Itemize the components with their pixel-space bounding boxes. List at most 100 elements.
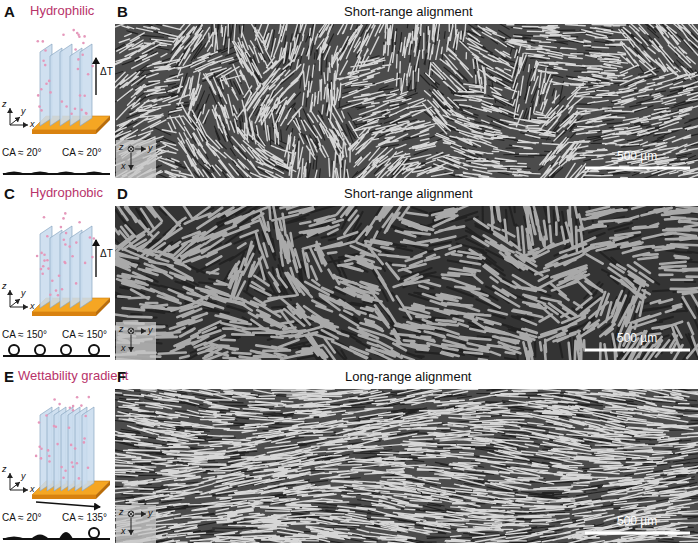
particle (69, 406, 72, 409)
particle (65, 232, 68, 235)
particle (40, 448, 43, 451)
particle (72, 409, 75, 412)
ice-lamella (80, 44, 92, 126)
particle (88, 396, 91, 399)
contact-angle: CA ≈ 20° (62, 147, 102, 159)
particle (85, 112, 88, 115)
axis-label: z (2, 464, 7, 474)
axis-label: z (2, 99, 7, 109)
ice-lamella (82, 407, 94, 491)
axis-label: x (30, 119, 35, 129)
schematic-grad (2, 396, 110, 539)
axis-label: x (30, 484, 35, 494)
axis-arrow (131, 518, 132, 535)
axis-arrow (135, 331, 146, 332)
panel-letter: E (4, 368, 14, 385)
substrate-plate (96, 298, 110, 316)
contact-angle: CA ≈ 135° (62, 512, 107, 524)
temperature-gradient-label: ΔT (100, 248, 113, 260)
droplet (54, 172, 78, 175)
particle (72, 29, 75, 32)
axis-arrow (10, 290, 11, 307)
particle (80, 109, 83, 112)
axis-arrow (135, 514, 146, 515)
axis-label: x (121, 161, 126, 171)
particle (55, 289, 58, 292)
particle (74, 48, 77, 51)
particle (44, 64, 47, 67)
axis-arrow (10, 473, 11, 490)
particle (47, 267, 50, 270)
axis-label: y (21, 288, 26, 298)
into-page-symbol (128, 146, 134, 152)
panel-title: Hydrophobic (30, 186, 103, 201)
into-page-symbol (129, 512, 133, 516)
lamella-texture (115, 389, 698, 543)
particle (38, 421, 41, 424)
schematic-philic (2, 29, 110, 174)
particle (53, 398, 56, 401)
particle (71, 255, 74, 258)
particle (64, 212, 67, 215)
particle (75, 282, 78, 285)
particle (78, 36, 81, 39)
particle (48, 460, 51, 463)
particle (41, 273, 44, 276)
particle (93, 237, 96, 240)
particle (70, 112, 73, 115)
particle (43, 254, 46, 257)
panel-title: Short-range alignment (344, 5, 473, 20)
axis-arrow (10, 117, 20, 125)
axis-arrow (10, 125, 28, 126)
droplet (82, 172, 106, 175)
particle (83, 95, 86, 98)
particle (91, 256, 94, 259)
particle (62, 33, 65, 36)
axis-label: x (121, 526, 126, 536)
axis-arrow (10, 490, 28, 491)
droplet (35, 345, 45, 355)
particle (74, 108, 77, 111)
contact-angle: CA ≈ 150° (2, 329, 47, 341)
particle (37, 94, 40, 97)
into-page-symbol (129, 147, 133, 151)
particle (40, 252, 43, 255)
particle (68, 245, 71, 248)
particle (76, 462, 79, 465)
axis-label: z (119, 507, 124, 517)
scale-bar (585, 349, 690, 352)
axis-arrow (10, 108, 11, 125)
axis-label: z (119, 324, 124, 334)
axis-inset (116, 140, 156, 178)
axis-inset (116, 322, 156, 360)
particle (57, 294, 60, 297)
axis-label: y (21, 471, 26, 481)
panel-letter: A (4, 3, 15, 20)
particle (91, 65, 94, 68)
lamella-texture (115, 206, 698, 360)
particle (47, 449, 50, 452)
into-page-symbol (129, 147, 133, 151)
particle (87, 467, 90, 470)
particle (44, 49, 47, 52)
into-page-symbol (128, 511, 134, 517)
particle (77, 58, 80, 61)
particle (48, 455, 51, 458)
droplet (61, 345, 71, 355)
particle (87, 73, 90, 76)
axis-label: y (148, 325, 153, 335)
particle (64, 262, 67, 265)
particle (40, 109, 43, 112)
particle (61, 288, 64, 291)
into-page-symbol (129, 329, 133, 333)
scale-label: 500 µm (617, 150, 657, 164)
into-page-symbol (129, 512, 133, 516)
particle (63, 261, 66, 264)
particle (43, 259, 46, 262)
particle (40, 88, 43, 91)
particle (48, 80, 51, 83)
particle (76, 396, 79, 399)
axis-arrow (131, 153, 132, 170)
particle (74, 447, 77, 450)
